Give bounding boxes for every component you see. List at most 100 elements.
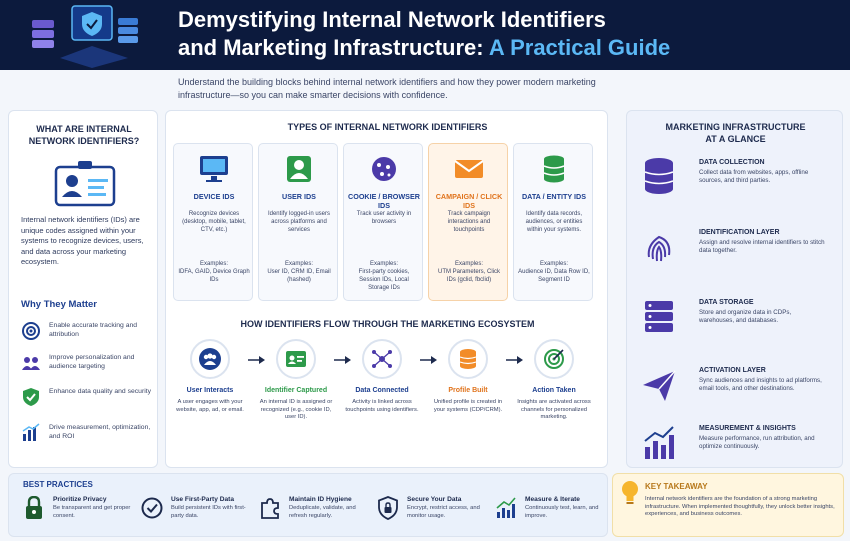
marketing-infrastructure-panel: Marketing Infrastructure at a Glance Dat… [626,110,843,468]
what-are-identifiers-panel: What are Internal Network Identifiers? I… [8,110,158,468]
type-examples: Examples: User ID, CRM ID, Email (hashed) [263,260,335,284]
infra-item-description: Assign and resolve internal identifiers … [699,239,825,255]
infra-item-description: Collect data from websites, apps, offlin… [699,169,809,185]
why-item-text: Drive measurement, optimization, and ROI [49,424,151,440]
infra-item-description: Measure performance, run attribution, an… [699,435,815,451]
flow-step-user-interacts: User Interacts A user engages with your … [168,339,252,459]
type-name: Cookie / Browser IDs [348,192,420,210]
type-card-device-ids: Device IDs Recognize devices (desktop, m… [173,143,253,301]
flow-step-data-connected: Data Connected Activity is linked across… [340,339,424,459]
examples-value: UTM Parameters, Click IDs (gclid, fbclid… [437,269,500,283]
best-practice-name: Measure & Iterate [525,496,580,503]
key-takeaway-heading: Key Takeaway [645,482,708,491]
flow-step-name: Identifier Captured [264,387,328,394]
type-card-user-ids: User IDs Identify logged-in users across… [258,143,338,301]
id-badge-icon [286,351,306,367]
why-item-text: Enhance data quality and security [49,388,152,395]
examples-label: Examples: [539,261,568,267]
best-practice-item: Use First-Party Data Build persistent ID… [141,496,255,534]
flow-step-description: A user engages with your website, app, a… [176,399,244,413]
people-icon [22,357,40,370]
best-practice-name: Prioritize Privacy [53,496,107,503]
infra-item-data-collection: Data Collection Collect data from websit… [639,157,835,217]
best-practices-panel: Best Practices Prioritize Privacy Be tra… [8,473,608,537]
why-item-text: Improve personalization and audience tar… [49,354,135,370]
intro-text: Understand the building blocks behind in… [178,77,596,100]
arrow-right-icon [334,356,351,364]
identifiers-definition: Internal network identifiers (IDs) are u… [21,215,144,266]
flow-step-name: Action Taken [532,387,576,394]
arrow-right-icon [248,356,265,364]
flow-step-action-taken: Action Taken Insights are activated acro… [512,339,596,459]
flow-step-circle [448,339,488,379]
infra-item-name: Data Storage [699,299,754,306]
title-line-1: Demystifying Internal Network Identifier… [178,7,606,32]
infra-item-name: Measurement & Insights [699,425,796,432]
envelope-icon [454,160,484,178]
title-line-2: and Marketing Infrastructure: A Practica… [178,34,670,62]
flow-step-description: An internal ID is assigned or recognized… [259,399,333,421]
title-accent: A Practical Guide [483,35,671,60]
type-examples: Examples:UTM Parameters, Click IDs (gcli… [433,260,505,284]
left-panel-heading: What are Internal Network Identifiers? [28,124,140,146]
why-item-text: Enable accurate tracking and attribution [49,322,138,338]
flow-step-description: Insights are activated across channels f… [517,399,591,421]
title-main: and Marketing Infrastructure: [178,35,484,60]
type-name: Data / Entity IDs [521,192,587,201]
type-name: User IDs [282,192,316,201]
best-practice-description: Continuously test, learn, and improve. [525,505,599,519]
type-description: Recognize devices (desktop, mobile, tabl… [182,211,246,233]
paper-plane-icon [643,370,676,401]
padlock-icon [26,496,42,519]
puzzle-piece-icon [261,498,279,519]
flow-step-profile-built: Profile Built Unified profile is created… [426,339,510,459]
best-practice-name: Use First-Party Data [171,496,235,503]
examples-value: Audience ID, Data Row ID, Segment ID [518,269,590,283]
page-header: Demystifying Internal Network Identifier… [0,0,850,70]
type-examples: Examples: First-party cookies, Session ID… [348,260,420,292]
why-item: Enhance data quality and security [21,387,157,415]
servers-shield-illustration-icon [32,5,138,68]
why-they-matter-heading: Why They Matter [21,299,98,310]
types-heading: Types of Internal Network Identifiers [287,122,488,132]
flow-step-circle [362,339,402,379]
flow-step-description: Activity is linked across touchpoints us… [345,399,419,413]
best-practice-item: Secure Your Data Encrypt, restrict acces… [377,496,491,534]
fingerprint-icon [647,235,671,262]
growth-chart-icon [644,426,674,459]
id-card-icon [54,161,116,207]
network-nodes-icon [372,350,392,368]
target-arrow-icon [544,349,564,369]
examples-value: First-party cookies, Session IDs, Local … [358,269,410,291]
arrow-right-icon [506,356,523,364]
type-description: Track campaign interactions and touchpoi… [447,211,491,233]
server-rack-icon [645,301,673,332]
check-circle-icon [141,497,163,519]
examples-label: Examples: [199,261,228,267]
type-examples: Examples: Audience ID, Data Row ID, Segme… [518,260,590,284]
examples-value: IDFA, GAID, Device Graph IDs [178,269,250,283]
flow-step-name: Profile Built [448,387,488,394]
flow-step-name: Data Connected [355,387,409,394]
type-card-data-ids: Data / Entity IDs Identify data records,… [513,143,593,301]
identifiers-center-panel: Types of Internal Network Identifiers De… [165,110,608,468]
database-icon [543,155,565,183]
database-icon [644,158,674,194]
infra-item-description: Store and organize data in CDPs, warehou… [699,309,792,325]
infra-item-identification-layer: Identification Layer Assign and resolve … [639,227,835,287]
examples-label: Examples: [284,261,313,267]
flow-step-circle [190,339,230,379]
infra-heading-line-1: Marketing Infrastructure [665,122,806,132]
shield-lock-icon [378,496,398,520]
type-name: Campaign / Click IDs [435,192,503,210]
best-practice-item: Measure & Iterate Continuously test, lea… [495,496,609,534]
examples-label: Examples: [369,261,398,267]
type-card-campaign-ids: Campaign / Click IDs Track campaign inte… [428,143,508,301]
target-icon [22,322,40,340]
best-practices-heading: Best Practices [23,480,93,489]
infra-item-name: Activation Layer [699,367,766,374]
arrow-right-icon [420,356,437,364]
users-icon [199,348,221,370]
best-practice-item: Maintain ID Hygiene Deduplicate, validat… [259,496,373,534]
examples-value: User ID, CRM ID, Email (hashed) [267,269,331,283]
